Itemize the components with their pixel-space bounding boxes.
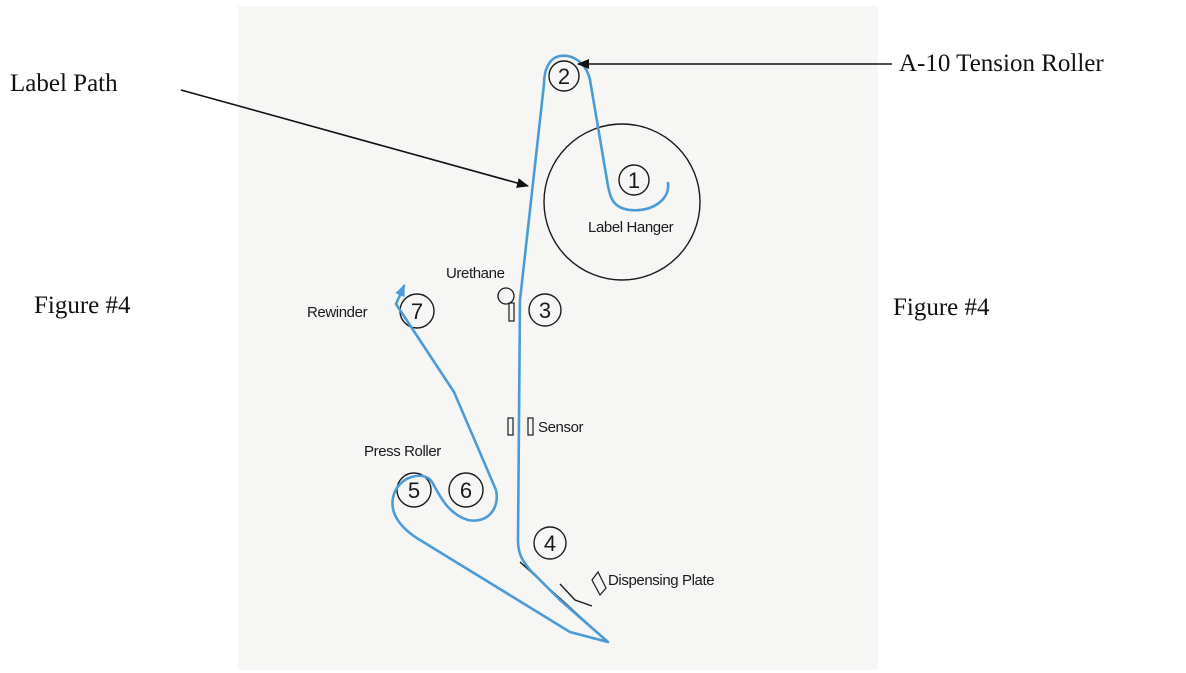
- roller-6-number: 6: [460, 478, 472, 503]
- label-path-line: [391, 54, 670, 644]
- sensor-icon: [507, 417, 534, 436]
- press-roller-label: Press Roller: [364, 443, 441, 460]
- tension-roller-title: A-10 Tension Roller: [899, 50, 1104, 77]
- roller-5-number: 5: [408, 478, 420, 503]
- roller-2-number: 2: [558, 64, 570, 89]
- urethane-roller-icon: [497, 287, 515, 322]
- dispensing-plate-label: Dispensing Plate: [608, 572, 714, 589]
- roller-1-circle: [618, 164, 650, 196]
- roller-4-number: 4: [544, 531, 556, 556]
- label-path-arrow: [180, 89, 529, 188]
- figure-label-right: Figure #4: [893, 294, 990, 321]
- label-path-title: Label Path: [10, 70, 118, 97]
- label-hanger-label: Label Hanger: [588, 219, 674, 236]
- roller-2-circle: [548, 60, 580, 92]
- label-hanger-circle: [543, 123, 701, 281]
- roller-1-number: 1: [628, 168, 640, 193]
- figure-label-left: Figure #4: [34, 292, 131, 319]
- sensor-label: Sensor: [538, 419, 584, 436]
- scanned-figure-background: [238, 6, 878, 670]
- rewinder-label: Rewinder: [307, 304, 368, 321]
- roller-6-circle: [448, 472, 484, 508]
- urethane-label: Urethane: [446, 265, 505, 282]
- roller-7-number: 7: [411, 299, 423, 324]
- roller-4-circle: [533, 526, 567, 560]
- roller-3-number: 3: [539, 298, 551, 323]
- roller-3-circle: [528, 293, 562, 327]
